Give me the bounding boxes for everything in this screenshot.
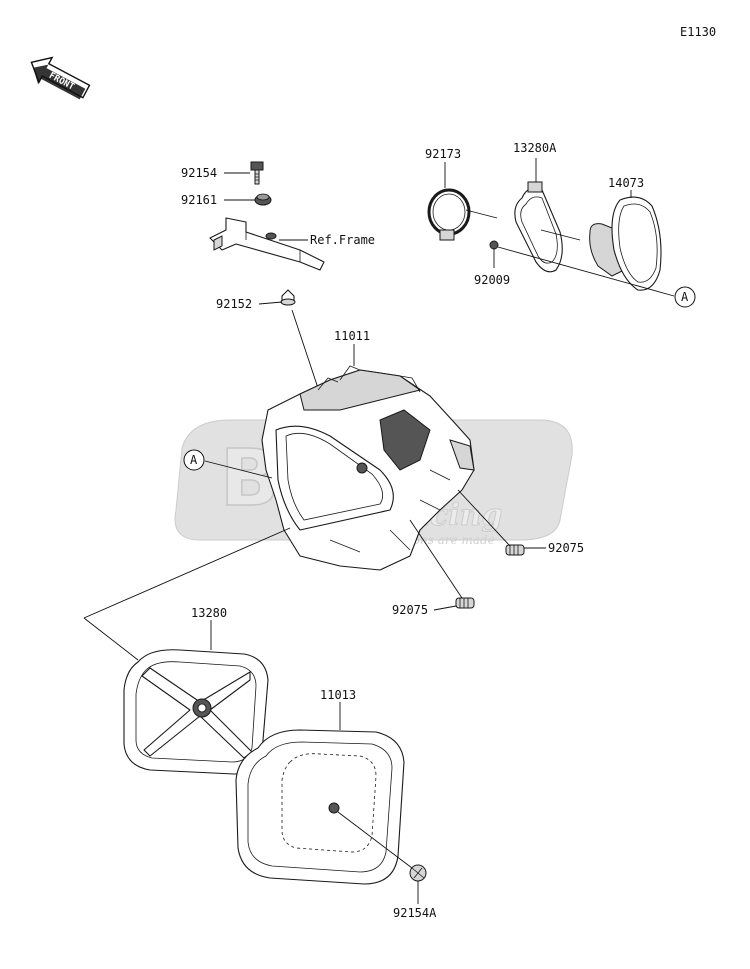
svg-text:A: A [190,453,198,467]
label-11011: 11011 [334,329,370,343]
label-92009: 92009 [474,273,510,287]
label-92154: 92154 [181,166,217,180]
element-13280-icon [123,649,269,775]
label-13280A: 13280A [513,141,557,155]
label-92161: 92161 [181,193,217,207]
label-14073: 14073 [608,176,644,190]
bracket-frame-icon [209,217,325,271]
cover-11013-icon [235,729,405,885]
screw-92154A-icon [409,864,427,882]
label-92154A: 92154A [393,906,437,920]
front-arrow-icon: FRONT [30,56,91,100]
clamp-92173-icon [427,188,471,241]
grommet-92075-lower-icon [455,597,475,609]
label-92075-right: 92075 [548,541,584,555]
screw-92009-icon [489,240,499,250]
collar-92161-icon [254,193,272,206]
holder-14073-icon [589,196,662,291]
air-cleaner-housing-icon [261,365,475,571]
label-92173: 92173 [425,147,461,161]
grommet-92152-icon [280,289,296,306]
label-13280: 13280 [191,606,227,620]
label-92075-lower: 92075 [392,603,428,617]
label-11013: 11013 [320,688,356,702]
ref-a-left: A [183,449,205,471]
ref-frame-label: Ref.Frame [310,233,375,247]
ref-a-right: A [674,286,696,308]
grommet-92075-right-icon [505,544,525,556]
svg-text:A: A [681,290,689,304]
label-92152: 92152 [216,297,252,311]
diagram-code: E1130 [680,25,716,39]
bolt-92154-icon [250,161,264,185]
